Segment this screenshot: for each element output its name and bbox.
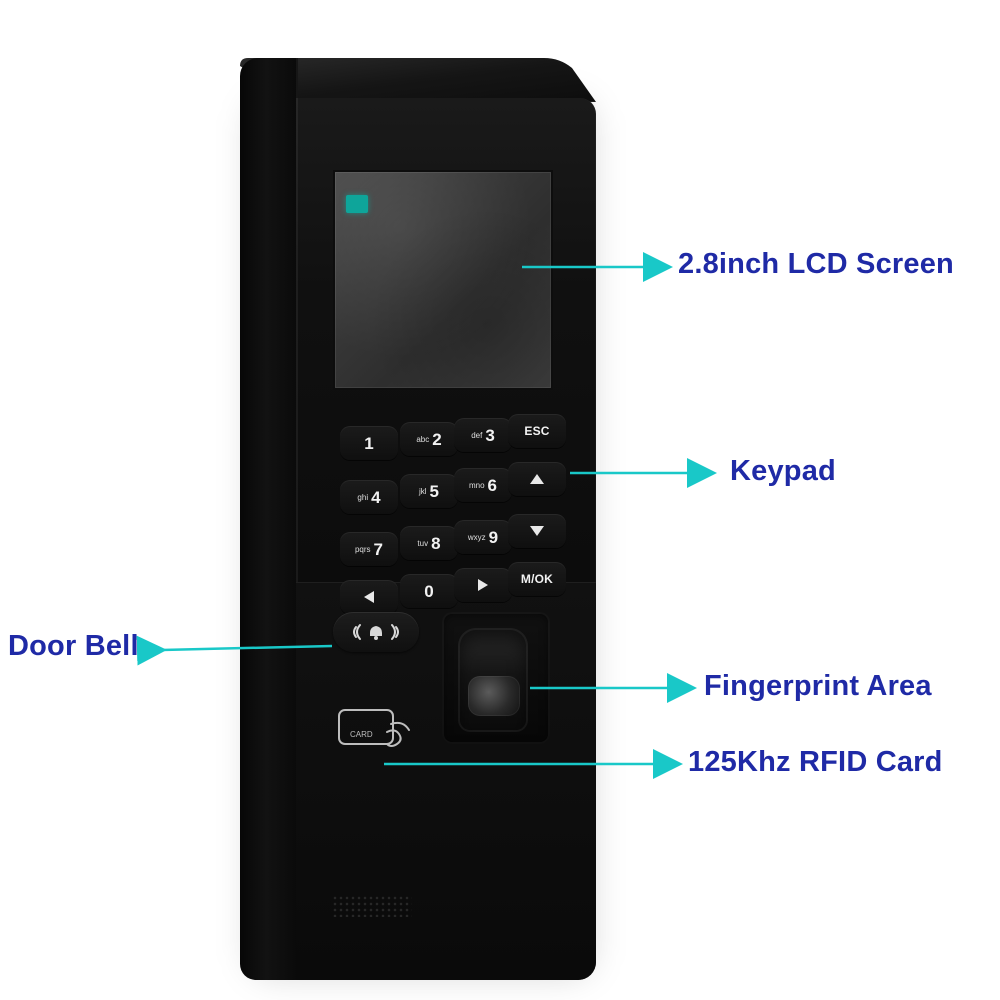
key-0[interactable]: 0	[400, 574, 458, 608]
key-up[interactable]	[508, 462, 566, 496]
device-top-bevel	[240, 58, 596, 102]
lcd-screen	[333, 170, 553, 390]
key-5[interactable]: jkl 5	[400, 474, 458, 508]
status-led	[346, 195, 368, 213]
key-mok-label: M/OK	[520, 572, 554, 586]
key-1-label: 1	[364, 433, 374, 453]
key-2-label: 2	[432, 429, 442, 449]
key-5-letters: jkl	[418, 486, 427, 496]
key-6-label: 6	[487, 475, 498, 495]
key-9[interactable]: wxyz 9	[454, 520, 512, 554]
key-0-label: 0	[424, 581, 434, 601]
keypad: 1 abc 2 def 3 ESC ghi 4 jkl 5 mno 6	[334, 404, 566, 614]
callout-fingerprint: Fingerprint Area	[704, 670, 932, 702]
key-right[interactable]	[454, 568, 512, 602]
callout-rfid: 125Khz RFID Card	[688, 746, 943, 778]
key-3-label: 3	[485, 425, 495, 445]
triangle-left-icon	[364, 591, 374, 603]
key-mok[interactable]: M/OK	[508, 562, 566, 596]
bell-icon	[353, 624, 399, 640]
key-4-label: 4	[371, 487, 381, 507]
key-7[interactable]: pqrs 7	[340, 532, 398, 566]
key-down[interactable]	[508, 514, 566, 548]
card-text: CARD	[350, 730, 373, 739]
key-2-letters: abc	[416, 434, 430, 444]
key-esc-label: ESC	[524, 424, 550, 438]
callout-doorbell: Door Bell	[8, 630, 139, 662]
device-left-side	[240, 58, 298, 980]
key-9-label: 9	[488, 527, 499, 547]
key-6[interactable]: mno 6	[454, 468, 512, 502]
triangle-right-icon	[478, 579, 488, 591]
key-8[interactable]: tuv 8	[400, 526, 458, 560]
speaker-grille	[332, 895, 412, 917]
key-3-letters: def	[471, 430, 483, 440]
key-8-letters: tuv	[417, 538, 429, 548]
key-6-letters: mno	[468, 480, 485, 490]
key-7-letters: pqrs	[354, 544, 371, 554]
key-4[interactable]: ghi 4	[340, 480, 398, 514]
key-8-label: 8	[431, 533, 441, 553]
rfid-card-icon: CARD	[338, 709, 410, 747]
key-esc[interactable]: ESC	[508, 414, 566, 448]
key-7-label: 7	[373, 539, 384, 559]
key-2[interactable]: abc 2	[400, 422, 458, 456]
key-9-letters: wxyz	[467, 532, 486, 542]
key-4-letters: ghi	[357, 492, 369, 502]
key-5-label: 5	[429, 481, 440, 501]
triangle-down-icon	[530, 526, 544, 536]
key-3[interactable]: def 3	[454, 418, 512, 452]
doorbell-button[interactable]	[333, 612, 419, 652]
key-1[interactable]: 1	[340, 426, 398, 460]
fingerprint-sensor[interactable]	[468, 676, 520, 716]
triangle-up-icon	[530, 474, 544, 484]
callout-keypad: Keypad	[730, 455, 836, 487]
key-left[interactable]	[340, 580, 398, 614]
callout-lcd: 2.8inch LCD Screen	[678, 248, 954, 280]
